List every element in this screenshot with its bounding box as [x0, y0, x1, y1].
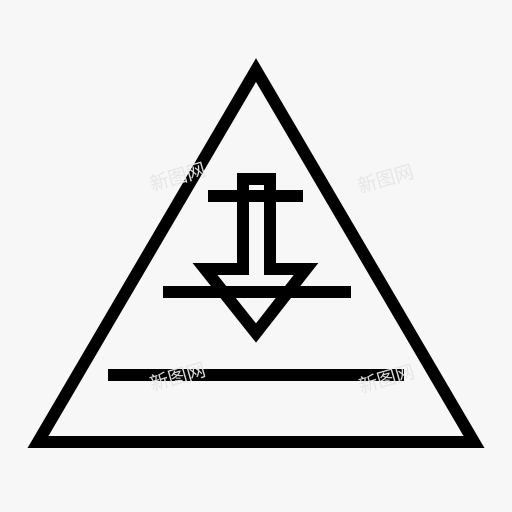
watermark-text: 新图网 — [147, 359, 208, 396]
pyramid-outline — [27, 58, 485, 448]
watermark-text: 新图网 — [147, 159, 208, 196]
watermark-text: 新图网 — [355, 161, 416, 198]
down-arrow-icon — [192, 173, 319, 343]
watermark-text: 新图网 — [356, 361, 417, 398]
